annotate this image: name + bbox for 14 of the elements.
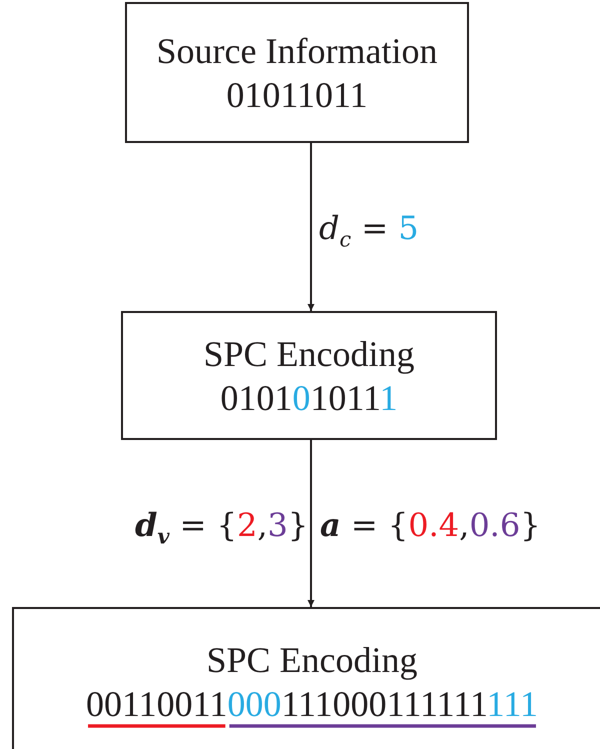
bit-sequence: 0101010111 [220,376,398,420]
bit-sequence: 01011011 [226,74,368,116]
edge-label: d$_{c}$ = 5 [319,208,419,254]
arrow [308,143,314,311]
edge-label: d$_{v}$ = {2,3} [135,505,308,550]
process-box [121,311,497,440]
bit-sequence: 00110011000111000111111111 [86,683,538,726]
formula-label: a = {0.4,0.6} [320,505,541,545]
box-title: Source Information [156,30,438,72]
process-box [12,607,600,749]
box-title: SPC Encoding [203,332,415,376]
box-title: SPC Encoding [206,639,418,682]
arrow [308,440,314,607]
process-box [125,2,469,143]
